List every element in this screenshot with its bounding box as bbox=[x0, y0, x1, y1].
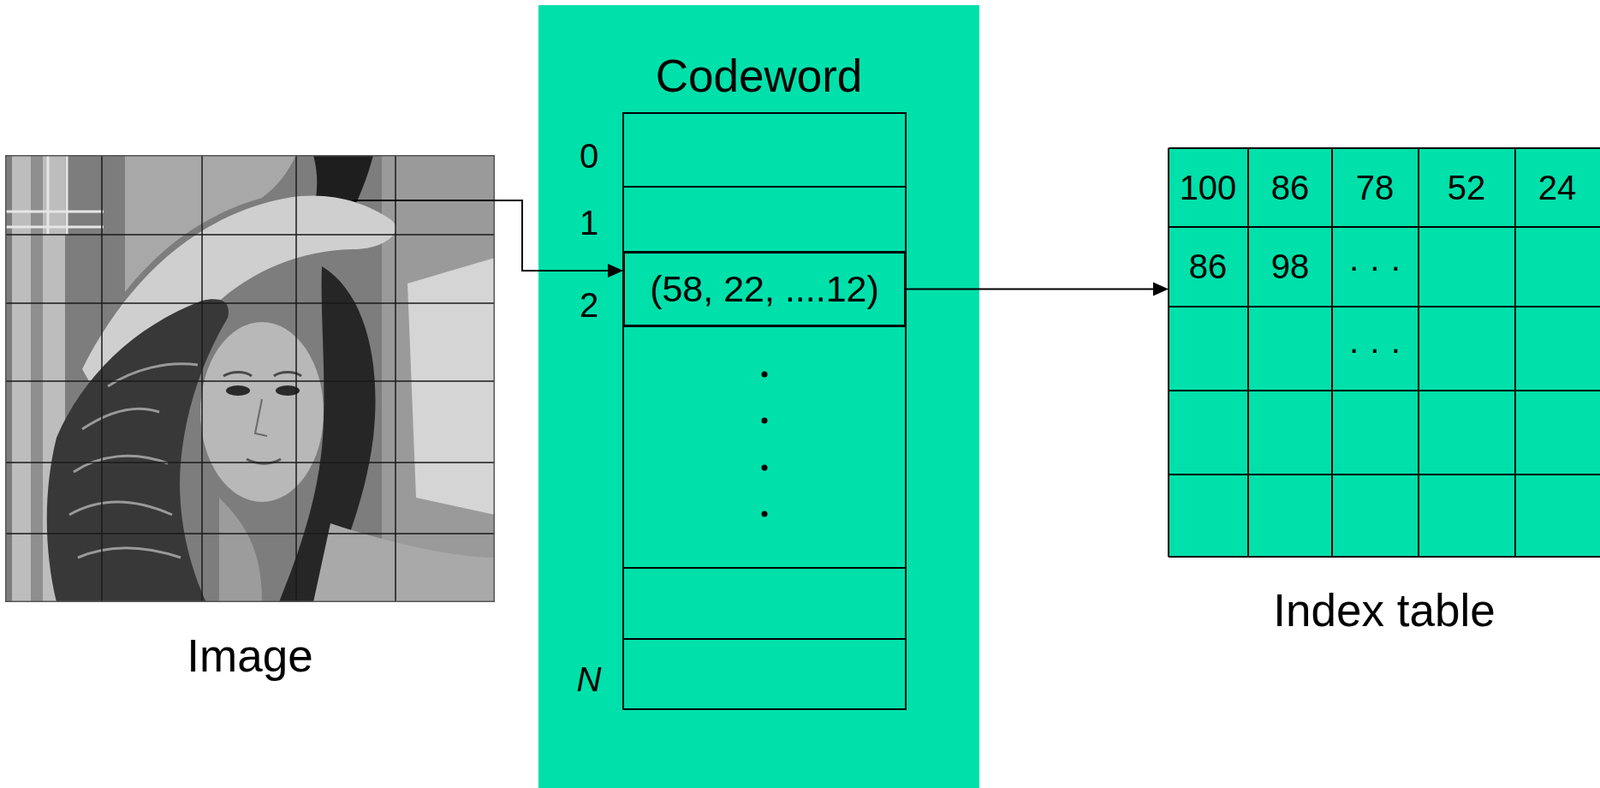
photo-feather-texture bbox=[69, 363, 198, 558]
index-table-grid bbox=[1168, 148, 1600, 557]
table-cell: · · · bbox=[1348, 245, 1402, 287]
table-cell: 98 bbox=[1271, 245, 1310, 287]
block-pointer-line bbox=[351, 199, 495, 202]
photo-neck bbox=[219, 497, 262, 602]
node-heading: Index table bbox=[1168, 582, 1600, 638]
codeword-index: 1 bbox=[579, 202, 599, 244]
photo-brows bbox=[223, 372, 302, 377]
connector-arrow bbox=[494, 200, 624, 278]
photo-light-lines bbox=[5, 154, 104, 235]
node-heading: Image bbox=[5, 628, 495, 684]
ellipsis-dots bbox=[761, 371, 768, 518]
connector-line bbox=[905, 288, 1157, 291]
photo-right-ground bbox=[381, 154, 495, 602]
codeword-index: 2 bbox=[579, 284, 599, 326]
table-cell: 24 bbox=[1538, 166, 1577, 209]
index-table-fill bbox=[1168, 148, 1600, 557]
table-cell: 100 bbox=[1179, 166, 1238, 209]
codeword-value: (58, 22, ....12) bbox=[649, 267, 880, 312]
photo-nose bbox=[255, 398, 268, 436]
codebook-panel: Codeword (58, 22, ....12) bbox=[538, 5, 980, 788]
codeword-row: (58, 22, ....12) bbox=[623, 251, 906, 327]
table-cell: 52 bbox=[1447, 166, 1487, 209]
arrow-head bbox=[607, 263, 624, 278]
photo-light-patch bbox=[407, 257, 495, 515]
codeword-index: 0 bbox=[579, 135, 599, 177]
photo-eye bbox=[226, 385, 250, 396]
photo-border bbox=[5, 155, 495, 602]
codebook-table-lines bbox=[623, 113, 906, 709]
photo-face bbox=[200, 321, 324, 502]
table-cell: · · · bbox=[1348, 327, 1402, 369]
photo-illustration bbox=[5, 154, 495, 602]
photo-feathers bbox=[47, 298, 229, 602]
codeword-index: N bbox=[576, 658, 602, 700]
codebook-panel-fill bbox=[538, 5, 980, 788]
image-frame: Image bbox=[5, 154, 495, 602]
connector-arrow bbox=[905, 282, 1169, 297]
photo-ground bbox=[5, 154, 495, 602]
arrow-head bbox=[1153, 282, 1169, 297]
node-heading: Codeword bbox=[538, 48, 980, 104]
photo-pillar-shade bbox=[30, 154, 43, 602]
photo-shoulder bbox=[313, 523, 495, 602]
table-cell: 86 bbox=[1271, 166, 1310, 209]
connector-line bbox=[494, 200, 612, 271]
table-cell: 86 bbox=[1189, 245, 1228, 287]
table-cell: 78 bbox=[1356, 166, 1395, 209]
block-grid bbox=[5, 154, 495, 602]
